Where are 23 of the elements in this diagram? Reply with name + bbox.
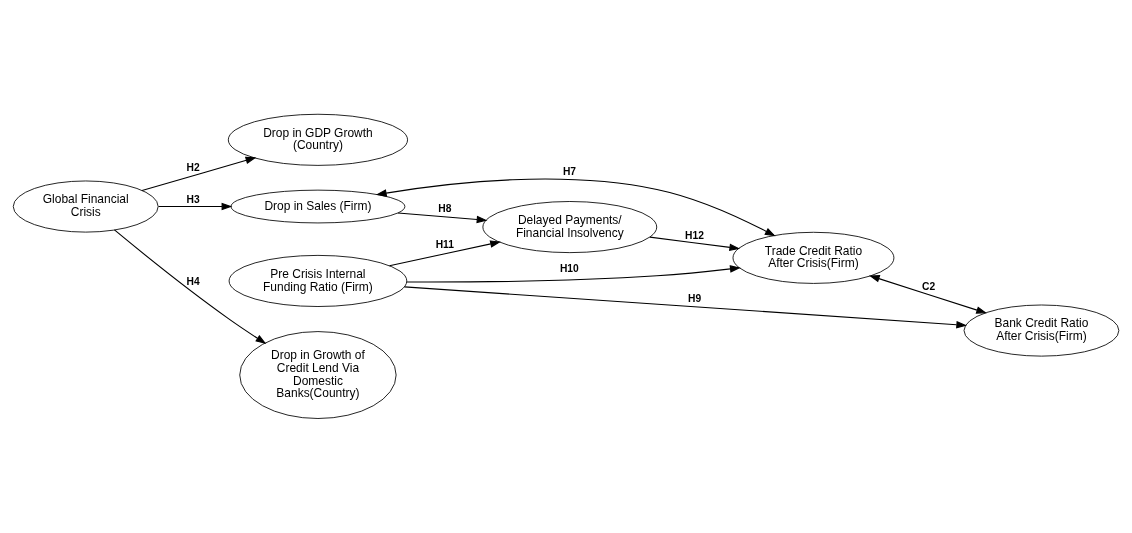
arrow [113, 229, 267, 344]
edge-label: H2 [186, 162, 200, 174]
edge-label: H7 [562, 165, 577, 177]
arrow [375, 178, 776, 237]
edge-label: C2 [922, 281, 936, 293]
edge-label: H11 [435, 239, 454, 251]
edge-label: H8 [438, 203, 452, 215]
arrow [403, 286, 968, 329]
arrow [649, 236, 741, 252]
edge-label: H3 [186, 193, 200, 205]
edge-label: H10 [559, 263, 579, 275]
arrow [388, 240, 501, 267]
edge-label: H4 [186, 275, 200, 287]
arrow [141, 156, 257, 192]
edge-label: H9 [688, 292, 702, 304]
node-ellipse: Pre Crisis Internal Funding Ratio (Firm) [228, 254, 408, 307]
arrow [868, 275, 988, 314]
node-ellipse: Delayed Payments/ Financial Insolvency [482, 201, 658, 254]
node-ellipse: Global Financial Crisis [12, 180, 159, 233]
edge-label: H12 [685, 229, 704, 241]
arrow [406, 265, 741, 283]
arrow [158, 202, 233, 211]
arrow [397, 212, 488, 224]
